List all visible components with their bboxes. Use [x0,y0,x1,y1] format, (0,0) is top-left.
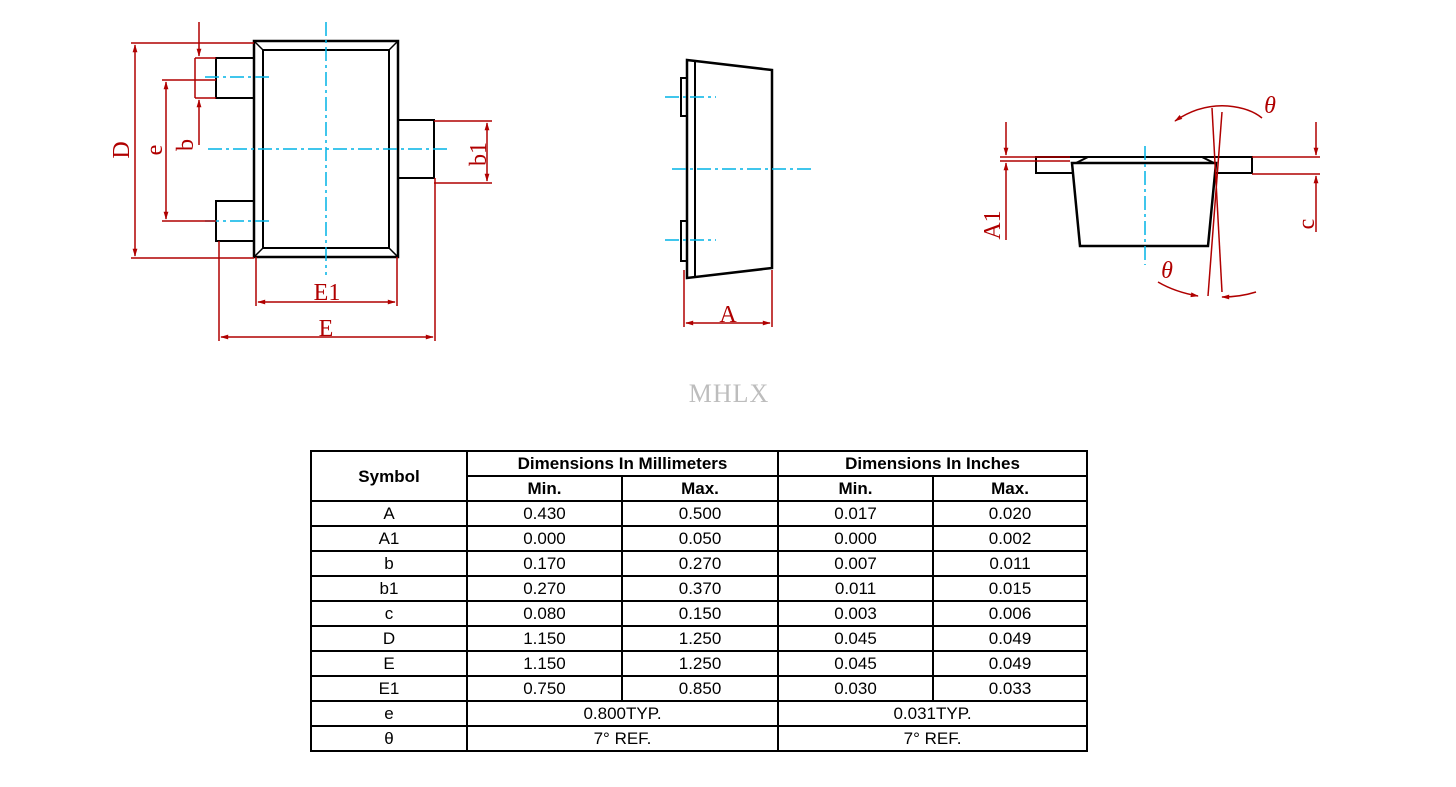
label-b1: b1 [466,142,492,166]
symbol-header: Symbol [310,450,468,502]
table-row: b1 0.270 0.370 0.011 0.015 [310,575,1089,602]
cell-symbol: D [310,625,468,652]
label-D: D [109,141,135,158]
in-header: Dimensions In Inches [777,450,1089,477]
cell-mm-max: 0.850 [620,675,780,702]
cell-symbol: e [310,700,468,727]
cell-mm-max: 0.370 [620,575,780,602]
front-body [1070,161,1218,248]
in-max-header: Max. [932,475,1089,502]
cell-mm-min: 0.750 [466,675,623,702]
table-row-merged: e 0.800TYP. 0.031TYP. [310,700,1089,727]
dimension-A1 [1000,122,1070,240]
cell-in-min: 0.030 [777,675,935,702]
label-A: A [719,302,737,328]
mm-header: Dimensions In Millimeters [465,450,780,477]
table-row: A1 0.000 0.050 0.000 0.002 [310,525,1089,552]
label-b: b [173,139,199,151]
table-row: c 0.080 0.150 0.003 0.006 [310,600,1089,627]
cell-mm-max: 0.500 [620,500,780,527]
cell-symbol: c [310,600,468,627]
angle-reference [1157,105,1263,300]
cell-mm-max: 1.250 [620,650,780,677]
cell-mm-min: 0.430 [466,500,623,527]
watermark: MHLX [689,379,770,408]
table-row: E1 0.750 0.850 0.030 0.033 [310,675,1089,702]
label-E: E [319,316,334,342]
cell-symbol: A [310,500,468,527]
label-E1: E1 [314,280,341,306]
dimension-A [683,270,773,327]
cell-mm-min: 0.000 [466,525,623,552]
label-A1: A1 [980,210,1006,239]
cell-mm-min: 0.170 [466,550,623,577]
cell-in-max: 0.049 [932,650,1089,677]
cell-mm-min: 0.270 [466,575,623,602]
label-theta-bottom: θ [1161,258,1173,284]
table-subheader-row: Min. Max. Min. Max. [311,475,1089,502]
table-row: D 1.150 1.250 0.045 0.049 [310,625,1089,652]
cell-mm-max: 0.050 [620,525,780,552]
cell-symbol: E [310,650,468,677]
cell-symbol: b [310,550,468,577]
lead-left-top [215,57,255,99]
label-theta-top: θ [1264,93,1276,119]
cell-mm-max: 1.250 [620,625,780,652]
top-view-centerlines [205,22,448,275]
cell-mm-max: 0.270 [620,550,780,577]
table-row: E 1.150 1.250 0.045 0.049 [310,650,1089,677]
cell-in-max: 0.011 [932,550,1089,577]
cell-in-min: 0.045 [777,650,935,677]
cell-mm-min: 1.150 [466,625,623,652]
label-e: e [142,145,168,156]
dimension-D [131,42,254,259]
cell-symbol: A1 [310,525,468,552]
cell-in-min: 0.011 [777,575,935,602]
cell-in-max: 0.049 [932,625,1089,652]
cell-mm-min: 1.150 [466,650,623,677]
cell-symbol: E1 [310,675,468,702]
mm-max-header: Max. [620,475,780,502]
side-view: A [665,58,812,328]
cell-in-typ: 0.031TYP. [777,700,1089,727]
cell-in-max: 0.002 [932,525,1089,552]
cell-symbol: b1 [310,575,468,602]
package-outline-drawing: D e b b1 E1 E A [109,22,1320,408]
cell-in-max: 0.020 [932,500,1089,527]
cell-mm-max: 0.150 [620,600,780,627]
cell-in-max: 0.006 [932,600,1089,627]
dimension-c [1252,122,1320,232]
cell-in-min: 0.017 [777,500,935,527]
table-row-merged: θ 7° REF. 7° REF. [310,725,1089,752]
top-view: D e b b1 E1 E [109,22,492,342]
cell-in-max: 0.015 [932,575,1089,602]
dimensions-table: Symbol Dimensions In Millimeters Dimensi… [310,450,1089,752]
cell-mm-ref: 7° REF. [465,725,780,752]
cell-mm-typ: 0.800TYP. [465,700,780,727]
in-min-header: Min. [777,475,935,502]
side-view-centerlines [665,96,812,241]
table-header-row: Symbol Dimensions In Millimeters Dimensi… [310,450,1089,502]
table-row: b 0.170 0.270 0.007 0.011 [310,550,1089,577]
dimension-E1 [255,257,398,306]
cell-in-min: 0.003 [777,600,935,627]
table-row: A 0.430 0.500 0.017 0.020 [310,500,1089,527]
cell-in-max: 0.033 [932,675,1089,702]
cell-in-min: 0.007 [777,550,935,577]
cell-symbol: θ [310,725,468,752]
cell-in-min: 0.045 [777,625,935,652]
label-c: c [1294,219,1320,230]
cell-in-ref: 7° REF. [777,725,1089,752]
cell-mm-min: 0.080 [466,600,623,627]
dimension-e [162,79,216,222]
dimension-E [218,178,436,341]
cell-in-min: 0.000 [777,525,935,552]
front-view: A1 c θ θ [980,93,1320,300]
dimension-b1 [434,120,492,184]
dimension-b [194,22,216,145]
mm-min-header: Min. [466,475,623,502]
